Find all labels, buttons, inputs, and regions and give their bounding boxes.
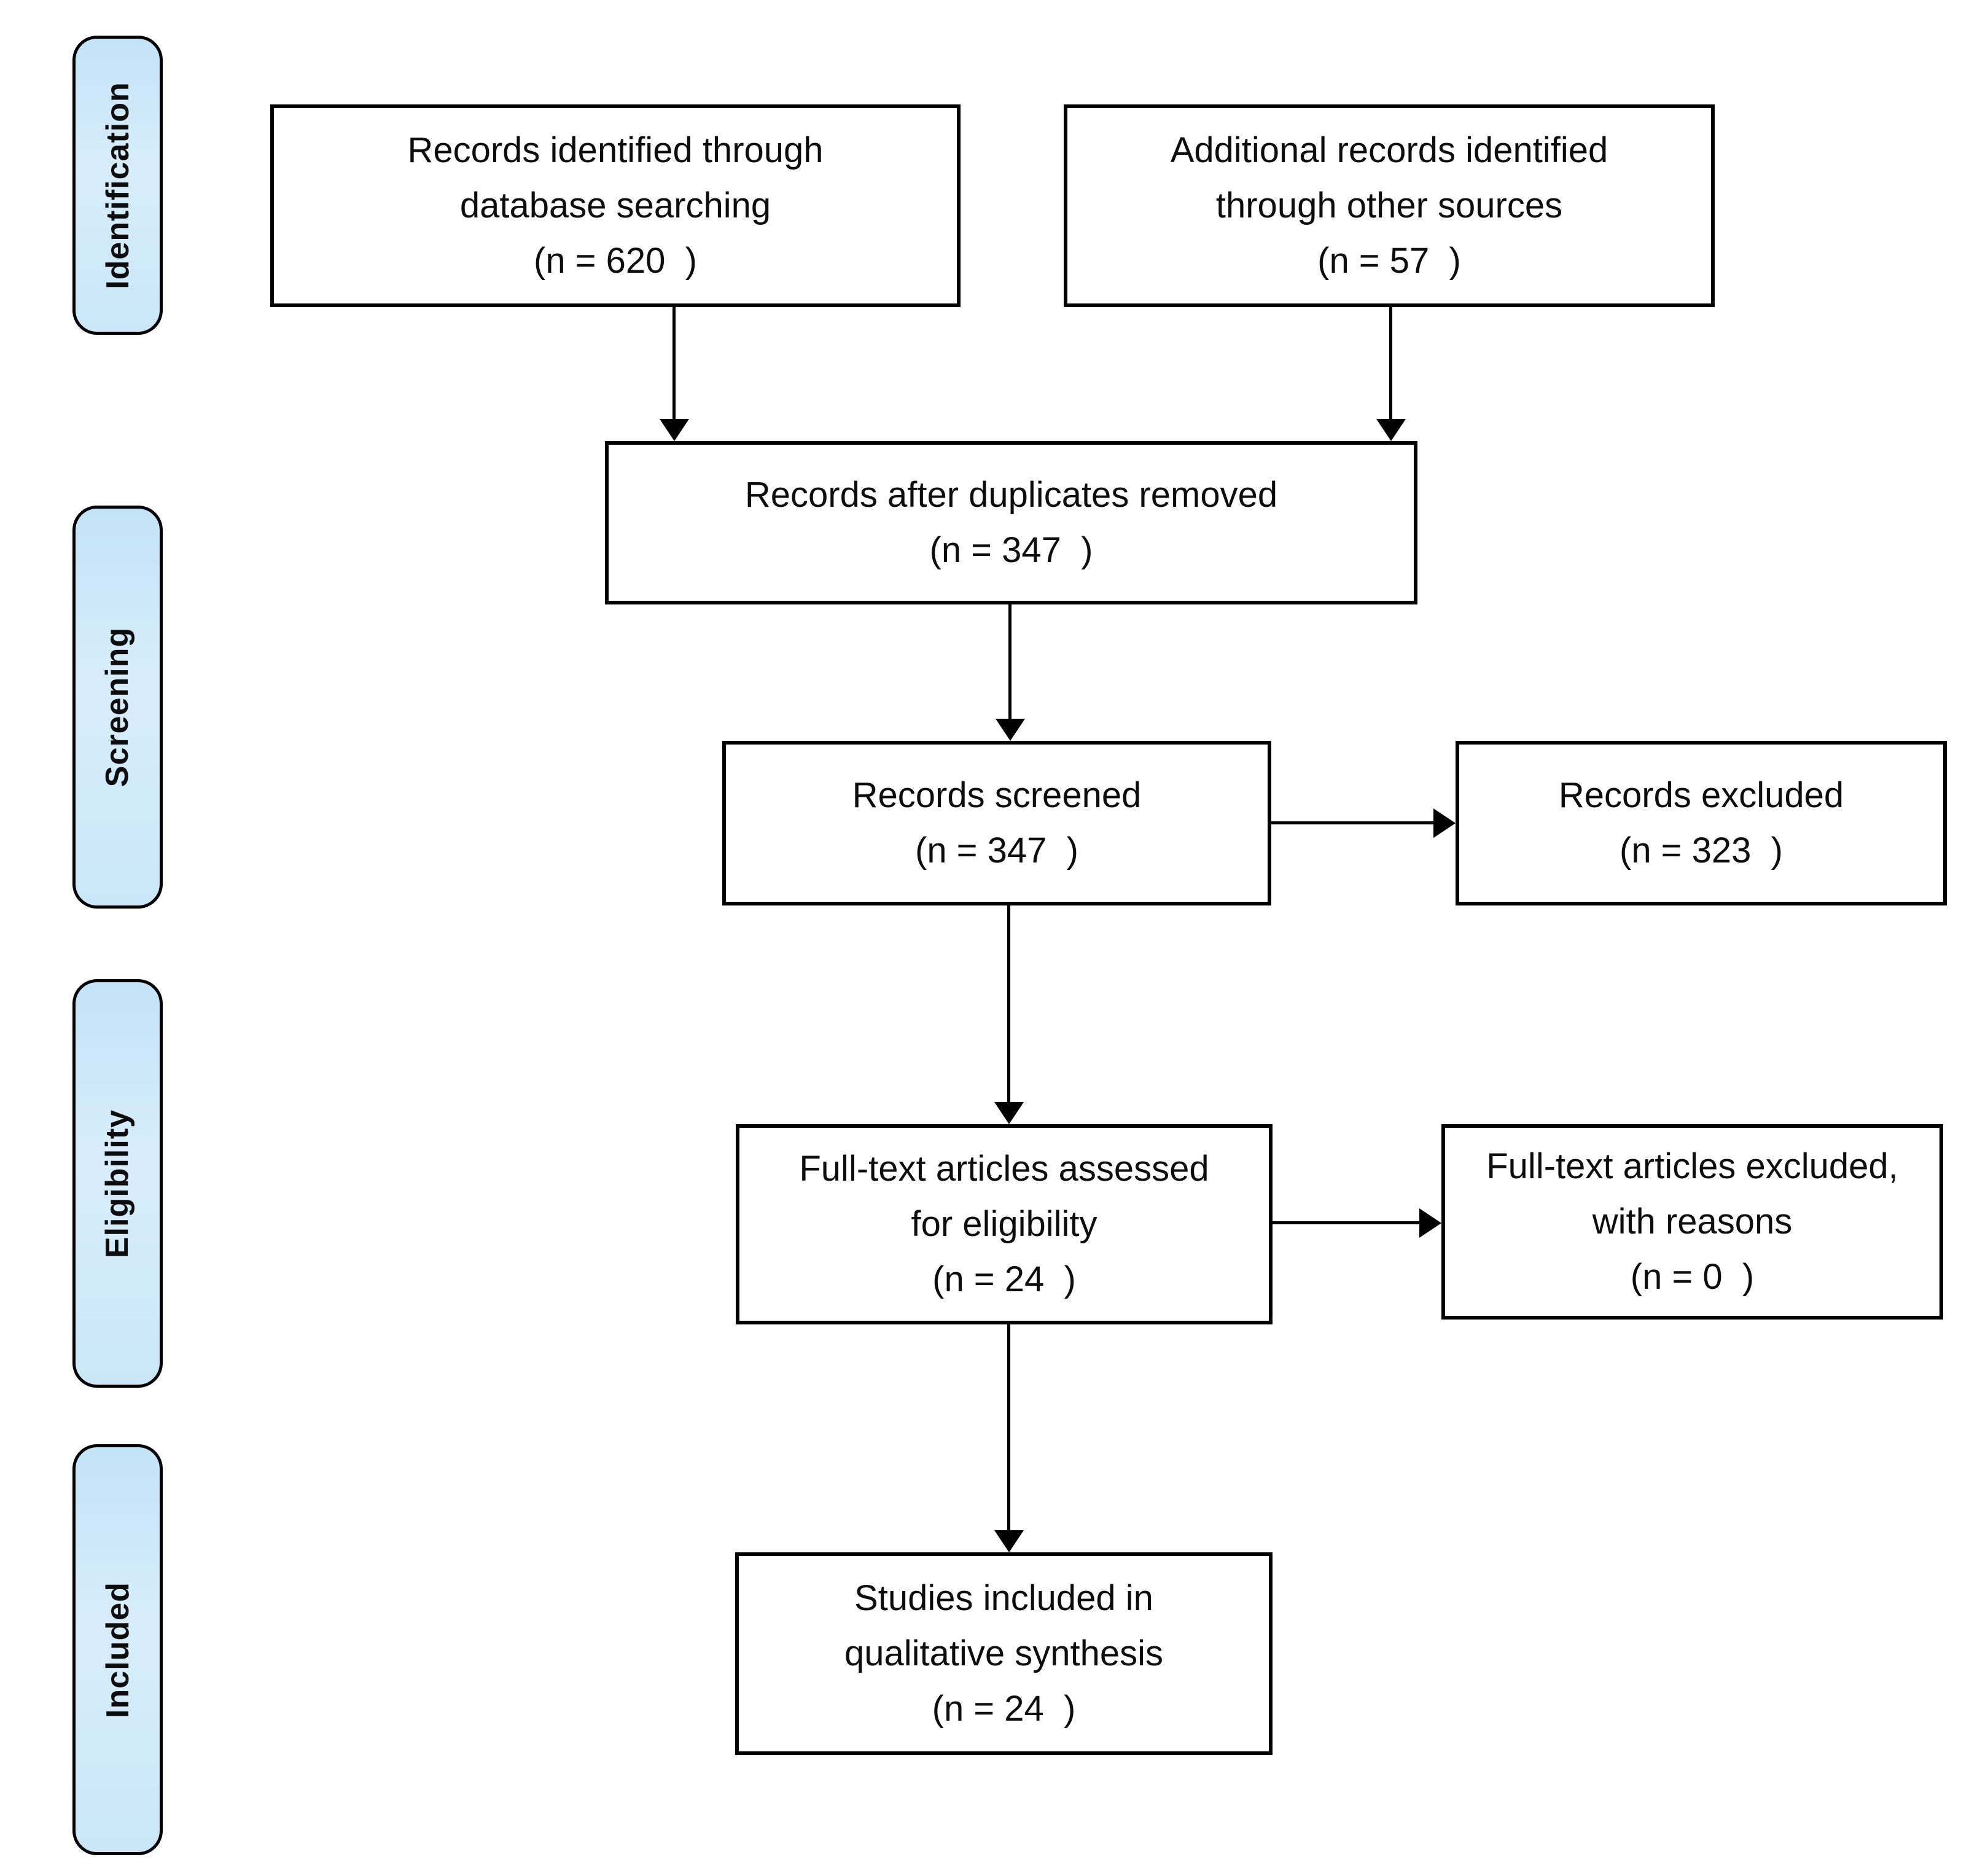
- node-text-line: with reasons: [1592, 1202, 1793, 1242]
- node-count-line: (n = 24 ): [932, 1688, 1076, 1729]
- stage-included-label: Included: [99, 1581, 136, 1718]
- node-text-line: Full-text articles excluded,: [1486, 1146, 1898, 1187]
- arrowhead-right-fulltext-to-excluded: [1419, 1208, 1441, 1238]
- node-text-line: for eligibility: [911, 1204, 1097, 1245]
- stage-screening-label: Screening: [99, 627, 136, 788]
- arrowhead-down-duplicates-to-screened: [996, 719, 1025, 741]
- node-count-line: (n = 347 ): [929, 530, 1093, 570]
- node-records-identified-database: Records identified through database sear…: [270, 104, 961, 307]
- node-count-line: (n = 57 ): [1317, 240, 1461, 281]
- node-text-line: Records screened: [852, 775, 1142, 816]
- stage-eligibility-label: Eligibility: [99, 1109, 136, 1258]
- arrowhead-down-db-to-duplicates: [660, 419, 689, 441]
- node-text-line: Records identified through: [407, 130, 824, 171]
- node-count-line: (n = 347 ): [915, 831, 1078, 870]
- stage-identification-label: Identification: [99, 81, 136, 289]
- node-text-line: Records after duplicates removed: [744, 475, 1278, 515]
- node-records-excluded: Records excluded (n = 323 ): [1456, 741, 1947, 905]
- node-count-line: (n = 620 ): [534, 240, 697, 281]
- node-count-line: (n = 0 ): [1630, 1256, 1755, 1297]
- node-text-line: Additional records identified: [1170, 130, 1608, 171]
- connector-duplicates-to-screened: [1008, 603, 1012, 720]
- node-studies-included-qualitative: Studies included in qualitative synthesi…: [735, 1552, 1273, 1755]
- arrowhead-down-screened-to-fulltext: [994, 1102, 1024, 1124]
- node-fulltext-excluded: Full-text articles excluded, with reason…: [1441, 1124, 1943, 1320]
- connector-fulltext-to-excluded: [1270, 1221, 1419, 1224]
- node-records-after-duplicates-removed: Records after duplicates removed (n = 34…: [605, 441, 1417, 604]
- node-text-line: Studies included in: [854, 1578, 1153, 1619]
- stage-identification: Identification: [72, 36, 163, 335]
- node-additional-records-other-sources: Additional records identified through ot…: [1064, 104, 1715, 307]
- node-fulltext-assessed: Full-text articles assessed for eligibil…: [736, 1124, 1273, 1324]
- stage-eligibility: Eligibility: [72, 979, 163, 1388]
- arrowhead-down-other-to-duplicates: [1376, 419, 1406, 441]
- node-text-line: database searching: [459, 186, 771, 226]
- node-count-line: (n = 24 ): [932, 1259, 1076, 1299]
- connector-fulltext-to-included: [1007, 1323, 1010, 1531]
- connector-screened-to-excluded: [1269, 821, 1433, 824]
- stage-screening: Screening: [72, 506, 163, 909]
- connector-db-to-duplicates: [672, 306, 676, 420]
- arrowhead-right-screened-to-excluded: [1433, 808, 1456, 838]
- node-text-line: qualitative synthesis: [844, 1633, 1164, 1674]
- node-text-line: Full-text articles assessed: [799, 1149, 1209, 1189]
- node-records-screened: Records screened (n = 347 ): [722, 741, 1271, 905]
- node-text-line: Records excluded: [1558, 775, 1844, 816]
- node-count-line: (n = 323 ): [1620, 831, 1783, 870]
- connector-other-to-duplicates: [1389, 306, 1392, 420]
- arrowhead-down-fulltext-to-included: [994, 1530, 1024, 1552]
- connector-screened-to-fulltext: [1007, 904, 1010, 1103]
- stage-included: Included: [72, 1444, 163, 1855]
- node-text-line: through other sources: [1215, 186, 1563, 226]
